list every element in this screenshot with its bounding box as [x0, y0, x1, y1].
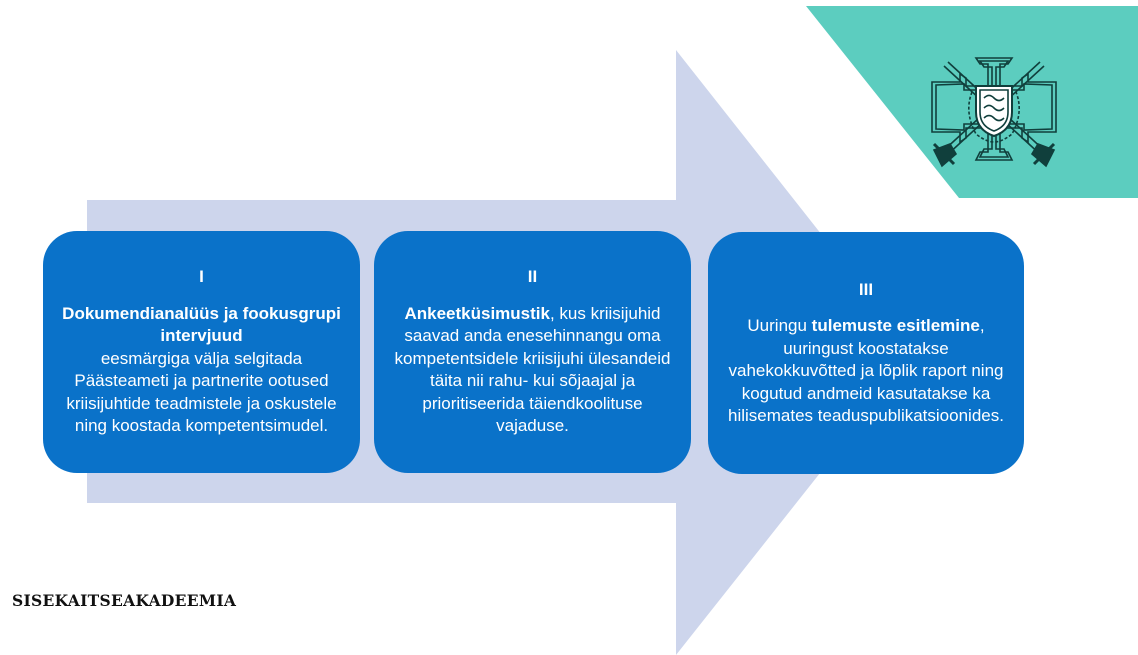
step-numeral: I — [199, 267, 204, 287]
step-lead-text: Uuringu — [747, 316, 812, 335]
step-box-3: III Uuringu tulemuste esitlemine, uuring… — [708, 232, 1024, 474]
step-text: Dokumendianalüüs ja fookusgrupi intervju… — [53, 303, 350, 438]
step-bold-text: Dokumendianalüüs ja fookusgrupi intervju… — [62, 303, 341, 346]
step-box-1: I Dokumendianalüüs ja fookusgrupi interv… — [43, 231, 360, 473]
step-bold-text: tulemuste esitlemine — [811, 316, 980, 335]
step-numeral: III — [858, 279, 874, 299]
step-box-2: II Ankeetküsimustik, kus kriisijuhid saa… — [374, 231, 691, 473]
step-body-text: eesmärgiga välja selgitada Päästeameti j… — [66, 348, 337, 436]
step-numeral: II — [527, 267, 538, 287]
step-text: Ankeetküsimustik, kus kriisijuhid saavad… — [384, 303, 681, 438]
step-text: Uuringu tulemuste esitlemine, uuringust … — [718, 315, 1014, 428]
academy-crest-icon — [931, 57, 1057, 168]
step-bold-text: Ankeetküsimustik — [404, 303, 550, 323]
brand-name: SISEKAITSEAKADEEMIA — [12, 591, 237, 610]
step-body-text: , uuringust koostatakse vahekokkuvõtted … — [728, 316, 1004, 425]
step-body-text: , kus kriisijuhid saavad anda enesehinna… — [394, 303, 671, 436]
